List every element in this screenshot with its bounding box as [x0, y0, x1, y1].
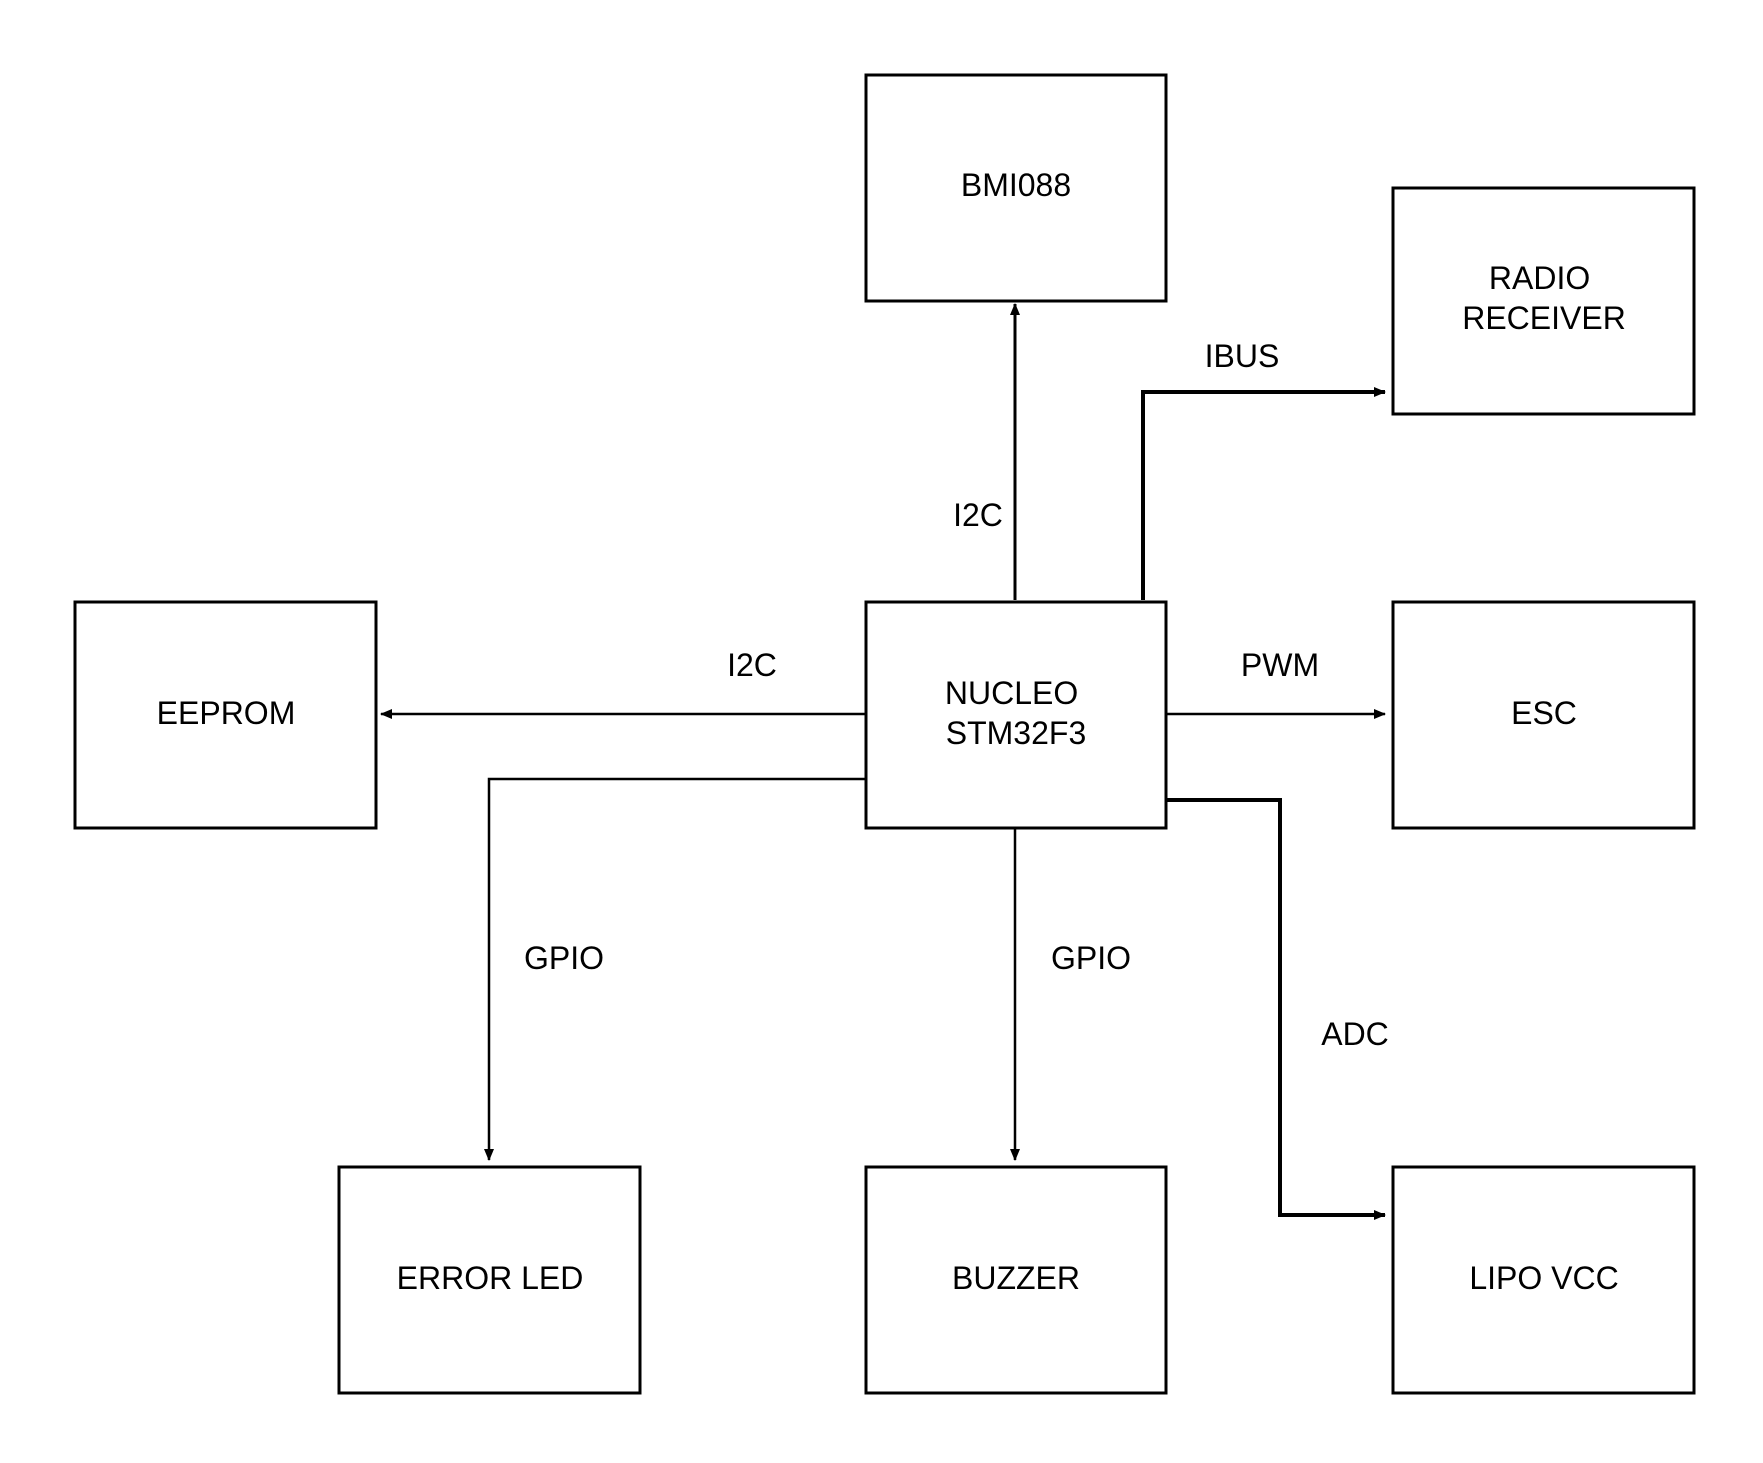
node-label-eeprom: EEPROM [157, 695, 296, 731]
edge-label-ibus: IBUS [1205, 338, 1280, 374]
node-nucleo-stm32f3: NUCLEO STM32F3 [864, 600, 1168, 830]
edge-label-i2c-eeprom: I2C [727, 647, 777, 683]
edge-label-pwm: PWM [1241, 647, 1319, 683]
node-label-bmi088: BMI088 [961, 167, 1071, 203]
edge-label-gpio-error-led: GPIO [524, 940, 604, 976]
node-bmi088: BMI088 [864, 73, 1168, 303]
edge-label-i2c-bmi088: I2C [953, 497, 1003, 533]
node-eeprom: EEPROM [73, 600, 378, 830]
edge-nucleo-to-eeprom: I2C [380, 647, 865, 719]
node-label-buzzer: BUZZER [952, 1260, 1080, 1296]
node-label-error-led: ERROR LED [397, 1260, 584, 1296]
edge-label-gpio-buzzer: GPIO [1051, 940, 1131, 976]
edge-nucleo-to-radio-receiver: IBUS [1141, 338, 1386, 600]
edge-nucleo-to-lipo-vcc: ADC [1166, 798, 1389, 1220]
node-esc: ESC [1391, 600, 1696, 830]
node-label-radio-receiver: RADIO RECEIVER [1462, 260, 1626, 336]
connector-line [1141, 387, 1386, 600]
connector-line [484, 777, 865, 1161]
node-error-led: ERROR LED [337, 1165, 642, 1395]
edge-nucleo-to-bmi088: I2C [953, 303, 1020, 600]
edge-nucleo-to-esc: PWM [1166, 647, 1386, 719]
node-label-lipo-vcc: LIPO VCC [1469, 1260, 1618, 1296]
node-buzzer: BUZZER [864, 1165, 1168, 1395]
edge-nucleo-to-error-led: GPIO [484, 777, 865, 1161]
node-label-nucleo-stm32f3: NUCLEO STM32F3 [945, 675, 1087, 751]
connector-line [1166, 798, 1386, 1220]
edge-nucleo-to-buzzer: GPIO [1010, 828, 1131, 1161]
node-label-esc: ESC [1511, 695, 1577, 731]
node-lipo-vcc: LIPO VCC [1391, 1165, 1696, 1395]
node-radio-receiver: RADIO RECEIVER [1391, 186, 1696, 416]
edge-label-adc: ADC [1321, 1016, 1389, 1052]
